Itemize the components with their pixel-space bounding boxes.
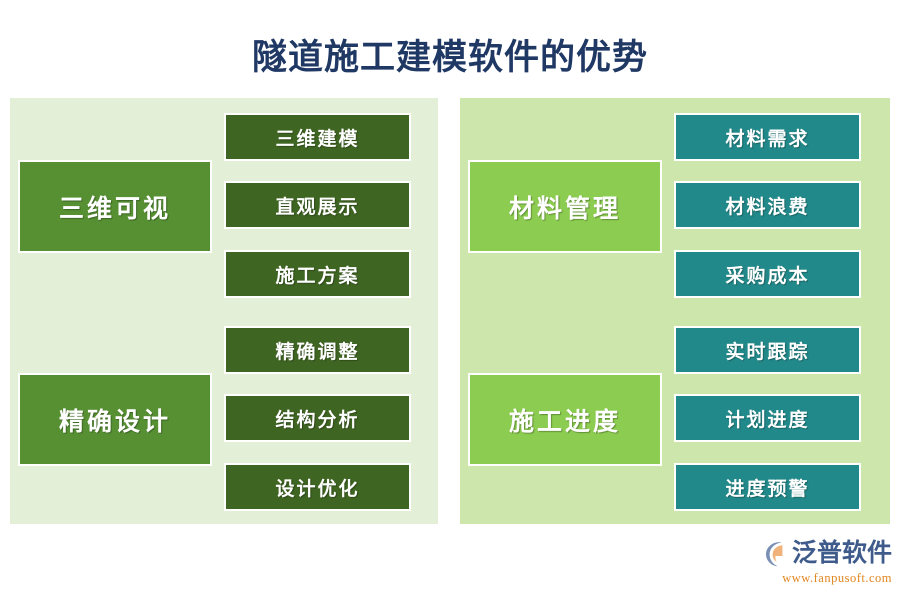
group-construction-progress: 施工进度 实时跟踪 计划进度 进度预警 bbox=[460, 311, 890, 524]
item-box-progress-alert[interactable]: 进度预警 bbox=[674, 463, 861, 511]
item-box-material-demand[interactable]: 材料需求 bbox=[674, 113, 861, 161]
item-box-precise-adjustment[interactable]: 精确调整 bbox=[224, 326, 411, 374]
group-three-dimensional-visualization: 三维可视 三维建模 直观展示 施工方案 bbox=[10, 98, 438, 311]
panel-right: 材料管理 材料需求 材料浪费 采购成本 施工进度 实时跟踪 计划进度 进度预警 bbox=[460, 98, 890, 524]
page-title: 隧道施工建模软件的优势 bbox=[251, 38, 648, 77]
item-box-3d-modeling[interactable]: 三维建模 bbox=[224, 113, 411, 161]
item-box-real-time-tracking[interactable]: 实时跟踪 bbox=[674, 326, 861, 374]
category-box-three-dimensional-visualization[interactable]: 三维可视 bbox=[18, 160, 212, 253]
logo-company-name: 泛普软件 bbox=[792, 540, 893, 567]
item-box-procurement-cost[interactable]: 采购成本 bbox=[674, 250, 861, 298]
group-material-management: 材料管理 材料需求 材料浪费 采购成本 bbox=[460, 98, 890, 311]
company-logo: 泛普软件 www.fanpusoft.com bbox=[760, 538, 892, 586]
category-box-precise-design[interactable]: 精确设计 bbox=[18, 373, 212, 466]
item-box-structural-analysis[interactable]: 结构分析 bbox=[224, 394, 411, 442]
panels-container: 三维可视 三维建模 直观展示 施工方案 精确设计 精确调整 结构分析 设计优化 … bbox=[0, 98, 900, 524]
item-box-design-optimization[interactable]: 设计优化 bbox=[224, 463, 411, 511]
logo-row: 泛普软件 bbox=[760, 538, 892, 570]
item-box-intuitive-display[interactable]: 直观展示 bbox=[224, 181, 411, 229]
item-box-planned-progress[interactable]: 计划进度 bbox=[674, 394, 861, 442]
panel-left: 三维可视 三维建模 直观展示 施工方案 精确设计 精确调整 结构分析 设计优化 bbox=[10, 98, 438, 524]
fanpu-logo-mark-icon bbox=[760, 539, 790, 569]
logo-website-url: www.fanpusoft.com bbox=[782, 571, 892, 585]
category-box-construction-progress[interactable]: 施工进度 bbox=[468, 373, 662, 466]
item-box-material-waste[interactable]: 材料浪费 bbox=[674, 181, 861, 229]
category-box-material-management[interactable]: 材料管理 bbox=[468, 160, 662, 253]
item-box-construction-plan[interactable]: 施工方案 bbox=[224, 250, 411, 298]
group-precise-design: 精确设计 精确调整 结构分析 设计优化 bbox=[10, 311, 438, 524]
